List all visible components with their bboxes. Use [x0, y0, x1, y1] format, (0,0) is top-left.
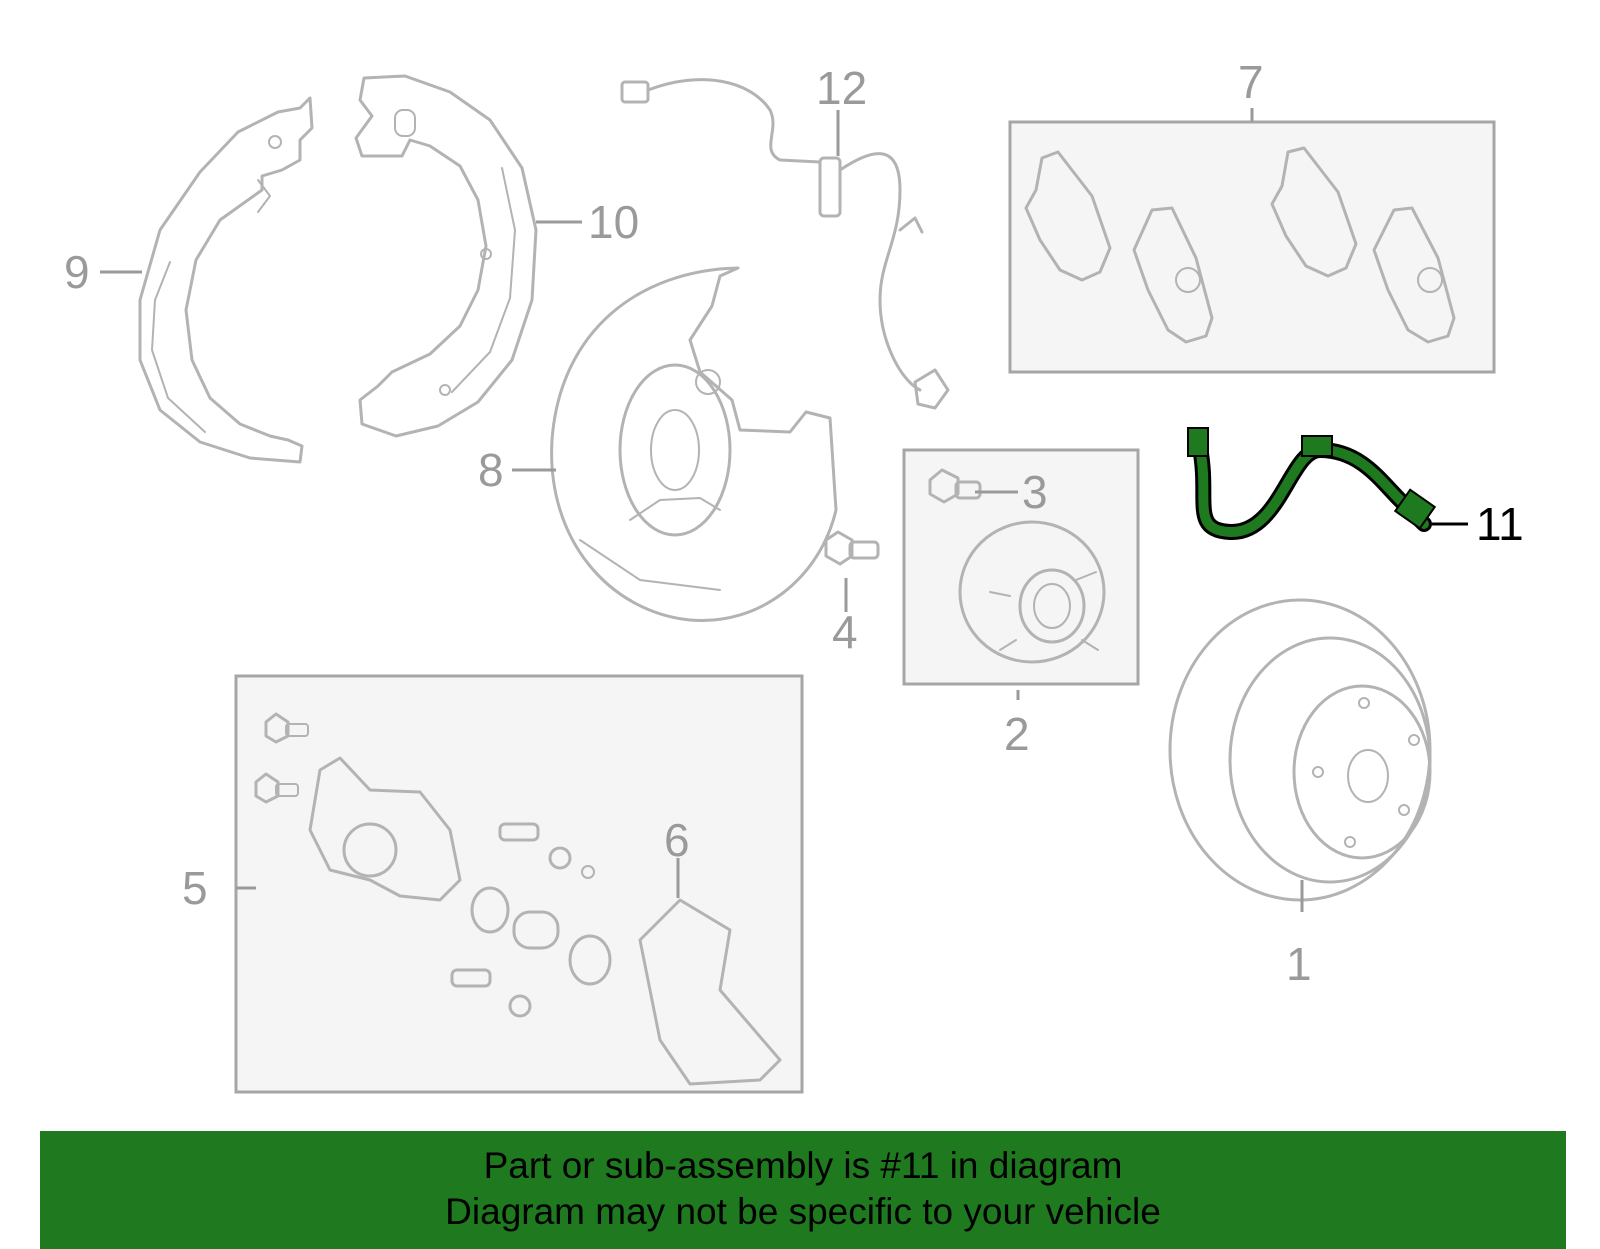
callout-11[interactable]: 11: [1476, 498, 1524, 550]
parking-brake-shoe-left[interactable]: [138, 96, 314, 464]
pad-kit-box[interactable]: [1008, 120, 1496, 374]
brake-rotor[interactable]: [1168, 598, 1432, 902]
parking-brake-shoe-right[interactable]: [354, 74, 538, 438]
leader-lines: [100, 108, 1468, 912]
callout-2[interactable]: 2: [1004, 708, 1030, 760]
hub-assembly-box[interactable]: [902, 448, 1140, 686]
speed-sensor-harness[interactable]: [620, 78, 950, 410]
callout-8[interactable]: 8: [478, 444, 504, 496]
backing-plate[interactable]: [550, 266, 838, 622]
callout-5[interactable]: 5: [182, 862, 208, 914]
callout-4[interactable]: 4: [832, 606, 858, 658]
callout-3[interactable]: 3: [1022, 466, 1048, 518]
caliper-box[interactable]: [234, 674, 804, 1094]
banner-line-2: Diagram may not be specific to your vehi…: [445, 1191, 1161, 1232]
bolt-4[interactable]: [824, 530, 880, 566]
callout-12[interactable]: 12: [816, 62, 867, 114]
callout-7[interactable]: 7: [1238, 56, 1264, 108]
callout-9[interactable]: 9: [64, 246, 90, 298]
banner-line-1: Part or sub-assembly is #11 in diagram: [483, 1145, 1123, 1186]
brake-hose-11[interactable]: [1187, 427, 1437, 540]
callout-10[interactable]: 10: [588, 196, 639, 248]
callout-1[interactable]: 1: [1286, 938, 1312, 990]
callout-6[interactable]: 6: [664, 814, 690, 866]
info-banner: Part or sub-assembly is #11 in diagram D…: [40, 1131, 1566, 1249]
